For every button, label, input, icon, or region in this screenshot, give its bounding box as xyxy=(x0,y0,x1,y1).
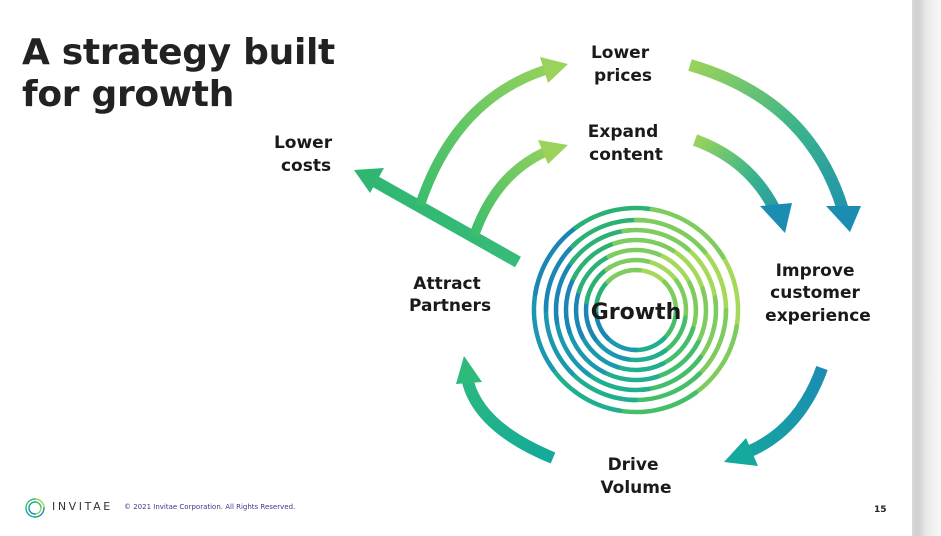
swirl-arc xyxy=(621,227,691,252)
node-label-line: Expand xyxy=(588,122,659,142)
footer-brand: INVITAE xyxy=(52,500,113,513)
swirl-arc xyxy=(610,361,666,373)
node-label-line: Volume xyxy=(600,478,671,498)
node-label-line: Drive xyxy=(608,455,659,475)
swirl-arc xyxy=(604,257,651,272)
node-label-line: content xyxy=(589,145,663,165)
footer-copyright: © 2021 Invitae Corporation. All Rights R… xyxy=(124,503,296,511)
swirl-arc xyxy=(565,323,607,375)
node-label-line: Lower xyxy=(591,43,650,63)
invitae-logo-icon xyxy=(25,498,45,518)
swirl-arc xyxy=(633,217,708,255)
node-label-line: costs xyxy=(281,156,331,176)
node-label-line: Partners xyxy=(409,296,491,316)
swirl-arc xyxy=(680,243,719,307)
swirl-arc xyxy=(612,237,676,253)
node-label-line: Improve xyxy=(776,261,855,281)
node-label-line: prices xyxy=(594,66,652,86)
swirl-arc xyxy=(553,313,592,377)
node-label-attract-partners: Attract Partners xyxy=(409,274,491,316)
growth-swirl xyxy=(531,205,741,415)
slide-title: A strategy built for growth xyxy=(22,32,335,115)
swirl-arc xyxy=(573,205,663,230)
node-label-line: customer xyxy=(770,283,860,303)
node-label-drive-volume: Drive Volume xyxy=(600,455,671,498)
arrow-attract-partners-branching xyxy=(354,57,568,268)
node-label-line: Lower xyxy=(274,133,333,153)
node-label-line: Attract xyxy=(413,274,480,294)
swirl-arc xyxy=(605,267,642,284)
swirl-arc xyxy=(687,280,699,336)
slide-edge-shadow xyxy=(912,0,941,536)
swirl-arc xyxy=(665,245,707,297)
swirl-arc xyxy=(609,390,699,415)
swirl-arc xyxy=(531,283,556,373)
arrow-expand-content-to-improve xyxy=(692,134,792,233)
swirl-arc xyxy=(716,247,741,337)
swirl-arc xyxy=(649,207,726,260)
arrow-lower-prices-to-improve xyxy=(688,59,861,232)
swirl-arc xyxy=(639,354,703,393)
swirl-arc xyxy=(573,284,585,340)
swirl-arc xyxy=(603,333,639,353)
page-number: 15 xyxy=(874,505,887,515)
growth-cycle-diagram: Growth Lower prices Expand content Impro… xyxy=(274,43,871,498)
node-label-improve-customer-experience: Improve customer experience xyxy=(765,261,871,326)
node-label-line: experience xyxy=(765,306,871,326)
swirl-arc xyxy=(649,339,701,381)
swirl-arc xyxy=(606,247,662,259)
swirl-arc xyxy=(569,227,633,266)
arrow-drive-volume-to-attract-partners xyxy=(456,356,556,464)
node-label-lower-prices: Lower prices xyxy=(591,43,655,86)
node-label-lower-costs: Lower costs xyxy=(274,133,338,176)
growth-center-label: Growth xyxy=(591,300,682,325)
node-label-expand-content: Expand content xyxy=(588,122,664,165)
swirl-arc xyxy=(571,239,623,281)
arrow-improve-to-drive-volume xyxy=(724,365,828,466)
